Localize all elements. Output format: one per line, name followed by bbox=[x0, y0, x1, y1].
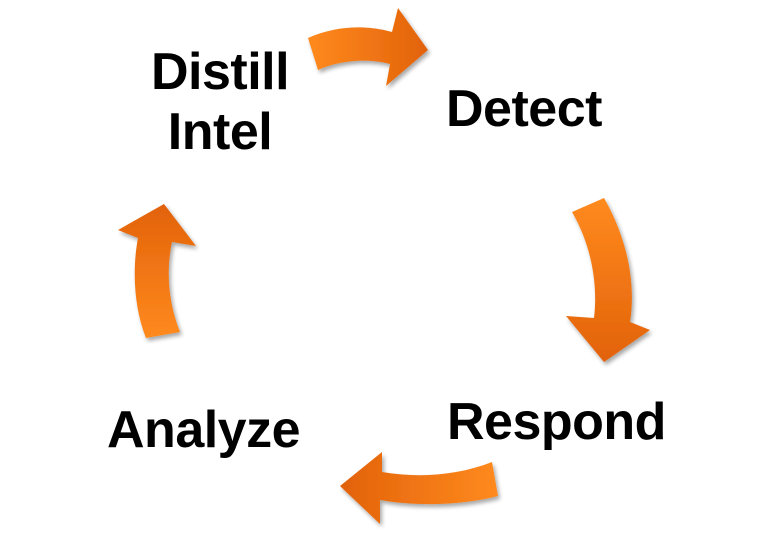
arrow-detect-to-respond bbox=[566, 198, 650, 362]
arrow-distill-to-detect bbox=[308, 8, 428, 86]
stage-distill-intel-line2: Intel bbox=[167, 103, 273, 161]
stage-detect: Detect bbox=[446, 80, 602, 138]
arrow-analyze-to-distill bbox=[118, 204, 196, 338]
stage-distill-intel: Distill Intel bbox=[140, 42, 300, 162]
stage-distill-intel-line1: Distill bbox=[150, 43, 290, 101]
arrow-respond-to-analyze bbox=[340, 452, 498, 524]
stage-analyze: Analyze bbox=[107, 401, 301, 459]
stage-respond: Respond bbox=[447, 393, 666, 451]
